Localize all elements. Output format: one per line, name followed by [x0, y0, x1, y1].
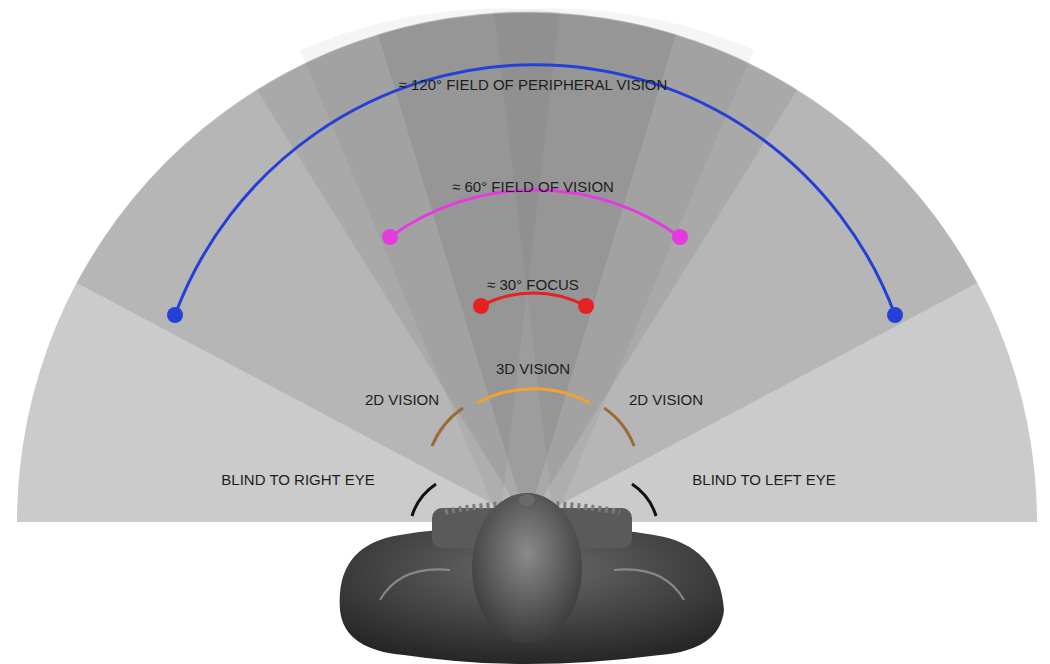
arc-end: [382, 229, 398, 245]
vision-arc: [390, 190, 680, 237]
blind-arc: [412, 484, 436, 516]
field-label: BLIND TO RIGHT EYE: [221, 472, 374, 487]
arc-end: [473, 298, 489, 314]
field-label: 3D VISION: [496, 361, 570, 376]
focus-arc: [481, 293, 586, 306]
field-label: ≈ 30° FOCUS: [487, 277, 579, 292]
field-label: ≈ 120° FIELD OF PERIPHERAL VISION: [399, 77, 668, 92]
arc-end: [672, 229, 688, 245]
2d-arc: [432, 408, 463, 446]
arc-end: [887, 307, 903, 323]
3d-arc: [477, 389, 590, 403]
field-label: 2D VISION: [365, 392, 439, 407]
peripheral-arc: [175, 65, 895, 315]
head-illustration: [340, 493, 724, 664]
arc-end: [167, 307, 183, 323]
blind-arc: [632, 484, 656, 516]
2d-arc: [604, 408, 634, 446]
field-label: 2D VISION: [629, 392, 703, 407]
field-label: ≈ 60° FIELD OF VISION: [452, 179, 614, 194]
field-label: BLIND TO LEFT EYE: [692, 472, 835, 487]
arc-end: [578, 298, 594, 314]
